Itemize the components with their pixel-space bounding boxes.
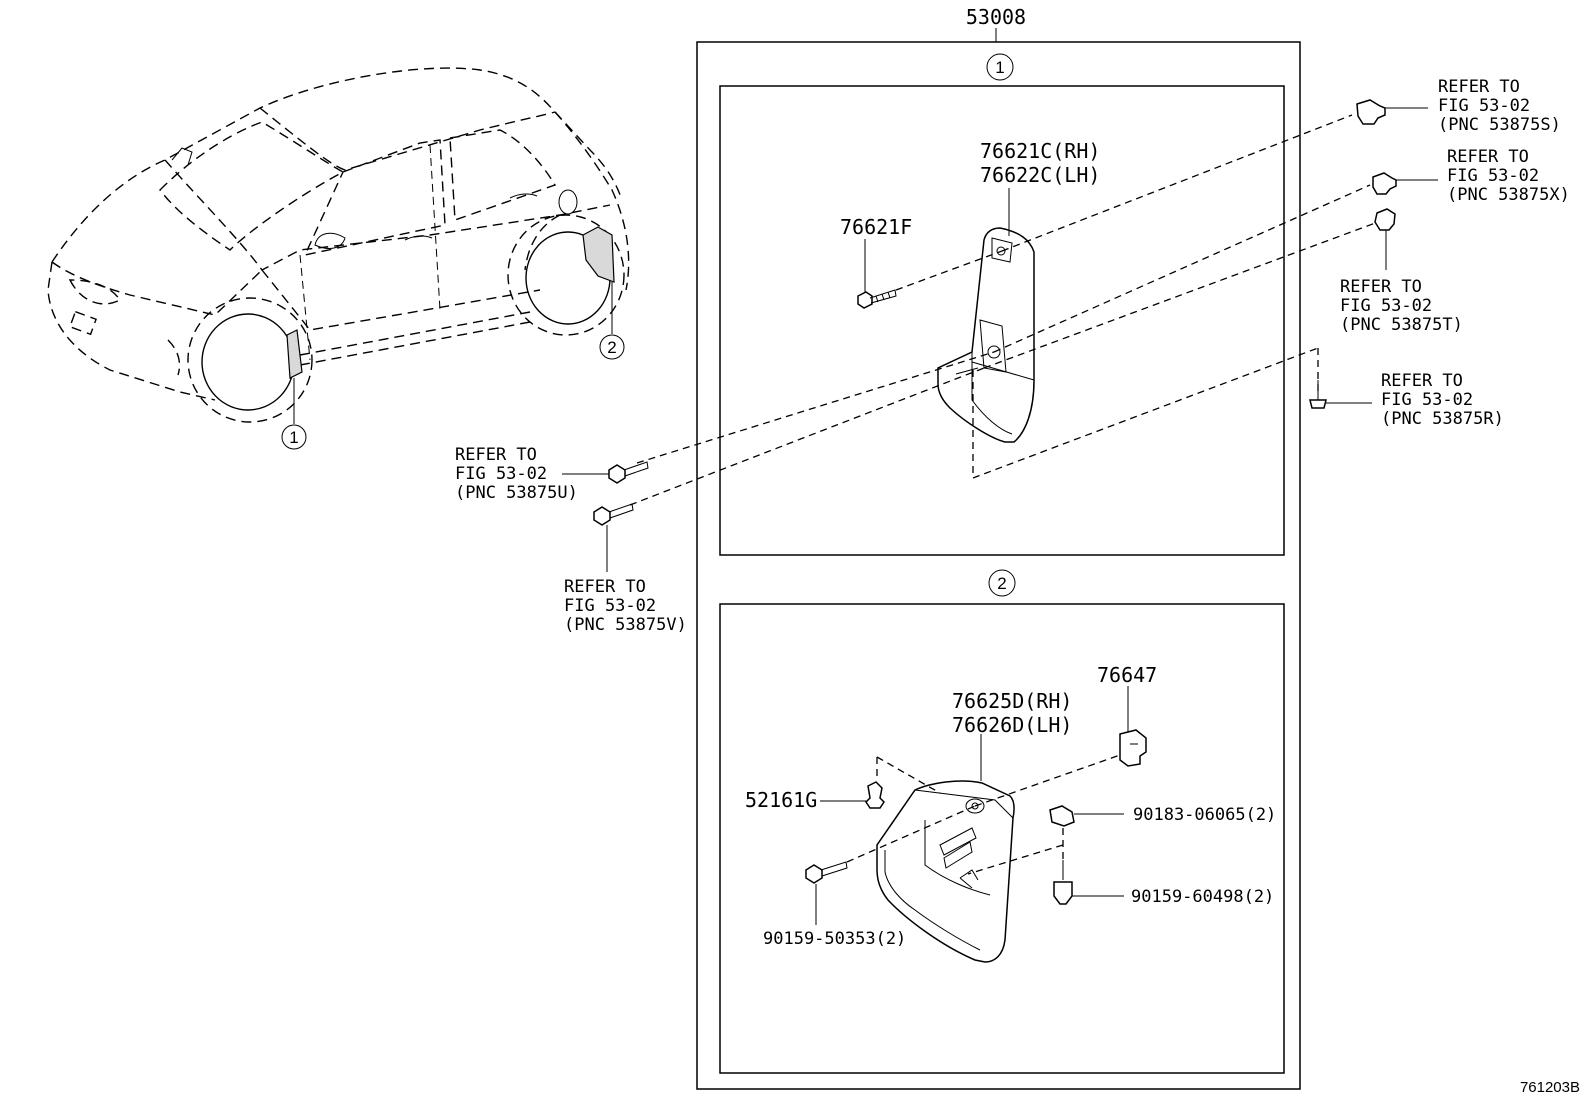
car-callout-1-number: 1	[289, 428, 298, 447]
ref-53875V-line2: FIG 53-02	[564, 596, 656, 616]
ref-53875T-line2: FIG 53-02	[1340, 296, 1432, 316]
ref-53875V-line3[interactable]: (PNC 53875V)	[564, 615, 687, 635]
ref-53875X-line1: REFER TO	[1447, 147, 1529, 167]
bracket-icon[interactable]	[1119, 729, 1147, 767]
ref-53875R-line1: REFER TO	[1381, 371, 1463, 391]
ref-53875S-line2: FIG 53-02	[1438, 96, 1530, 116]
label-76622C[interactable]: 76622C(LH)	[980, 163, 1100, 187]
mud-flap-rear-icon[interactable]	[876, 780, 1015, 963]
clip-fastener-icon[interactable]	[1372, 172, 1438, 195]
ref-53875V-line1: REFER TO	[564, 577, 646, 597]
ref-53875U-line2: FIG 53-02	[455, 464, 547, 484]
screw-fastener-icon[interactable]	[1309, 380, 1372, 409]
ref-53875R-line3[interactable]: (PNC 53875R)	[1381, 409, 1504, 429]
ref-53875U-line3[interactable]: (PNC 53875U)	[455, 483, 578, 503]
ref-53875T-line3[interactable]: (PNC 53875T)	[1340, 315, 1463, 335]
label-52161G[interactable]: 52161G	[745, 788, 817, 812]
view-1-header: 1	[986, 53, 1014, 81]
label-76621C[interactable]: 76621C(RH)	[980, 139, 1100, 163]
view-2-header: 2	[988, 569, 1016, 597]
nut-fastener-icon[interactable]	[1049, 805, 1075, 827]
assembly-number[interactable]: 53008	[966, 5, 1026, 29]
view-2-box	[719, 603, 1285, 1074]
view-1-box	[719, 85, 1285, 556]
car-front-flap	[286, 329, 303, 379]
screw-fastener-icon[interactable]	[593, 503, 634, 572]
view-1-number: 1	[995, 58, 1004, 77]
ref-53875R-line2: FIG 53-02	[1381, 390, 1473, 410]
diagram-id: 761203B	[1520, 1079, 1580, 1096]
assembly-box	[696, 41, 1301, 1090]
label-76625D[interactable]: 76625D(RH)	[952, 689, 1072, 713]
ref-53875U-line1: REFER TO	[455, 445, 537, 465]
label-90183-06065[interactable]: 90183-06065(2)	[1133, 805, 1276, 825]
label-90159-50353[interactable]: 90159-50353(2)	[763, 929, 906, 949]
view-2-number: 2	[997, 574, 1006, 593]
ref-53875T-line1: REFER TO	[1340, 277, 1422, 297]
ref-53875S-line3[interactable]: (PNC 53875S)	[1438, 115, 1561, 135]
car-callout-1[interactable]: 1	[281, 378, 307, 450]
car-rear-flap	[582, 226, 615, 283]
label-76621F[interactable]: 76621F	[840, 215, 912, 239]
ref-53875X-line3[interactable]: (PNC 53875X)	[1447, 185, 1570, 205]
clip-fastener-icon[interactable]	[1356, 99, 1428, 125]
label-90159-60498[interactable]: 90159-60498(2)	[1131, 887, 1274, 907]
clip-fastener-icon[interactable]	[865, 781, 885, 809]
screw-fastener-icon[interactable]	[805, 861, 848, 884]
ref-53875X-line2: FIG 53-02	[1447, 166, 1539, 186]
ref-53875S-line1: REFER TO	[1438, 77, 1520, 97]
screw-fastener-icon[interactable]	[562, 461, 649, 484]
screw-fastener-icon[interactable]	[1053, 860, 1073, 905]
clip-fastener-icon[interactable]	[1374, 208, 1396, 270]
car-illustration	[47, 67, 630, 423]
car-callout-2-number: 2	[607, 338, 616, 357]
mud-flap-front-icon[interactable]	[937, 227, 1035, 443]
screw-fastener-icon[interactable]	[857, 289, 897, 309]
label-76647[interactable]: 76647	[1097, 663, 1157, 687]
car-callout-2[interactable]: 2	[599, 282, 625, 360]
label-76626D[interactable]: 76626D(LH)	[952, 713, 1072, 737]
